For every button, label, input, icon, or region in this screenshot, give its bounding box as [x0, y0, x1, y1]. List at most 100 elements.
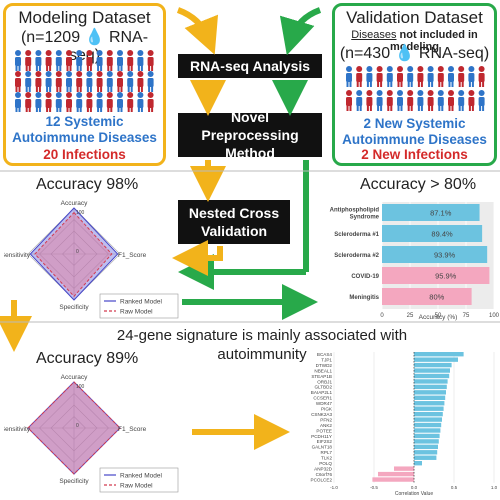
radar-legend — [99, 467, 179, 493]
modeling-title: Modeling Dataset — [18, 8, 151, 27]
bar — [414, 357, 458, 362]
radar-ring-label: 0 — [76, 423, 79, 429]
person-icon — [397, 66, 403, 87]
validation-infections: 2 New Infections — [361, 147, 468, 162]
radar-chart-bottom: AccuracyF1_ScoreSpecificitySensitivity01… — [4, 374, 179, 493]
person-icon — [137, 50, 144, 71]
radar-ring-label: 0 — [76, 249, 79, 255]
legend-label-raw: Raw Model — [120, 309, 153, 316]
gene-label: TJP1 — [321, 357, 332, 362]
gene-label: ANK2 — [320, 423, 332, 428]
bar — [414, 390, 446, 395]
person-icon — [25, 92, 32, 112]
validation-diseases: 2 New Systemic Autoimmune Diseases — [342, 116, 487, 147]
bar-value-label: 80% — [429, 293, 444, 302]
radar-axis-label: Sensitivity — [4, 426, 31, 433]
bar — [382, 288, 472, 305]
person-icon — [478, 90, 485, 111]
bar — [414, 439, 439, 444]
person-icon — [366, 90, 373, 111]
validation-n-suffix: RNA-seq) — [418, 45, 490, 62]
gene-label: ANP32D — [314, 466, 333, 471]
person-icon — [35, 92, 42, 112]
person-icon — [45, 92, 52, 112]
gene-label: STEAP1B — [311, 374, 332, 379]
person-icon — [397, 90, 403, 111]
radar-axis-label: F1_Score — [118, 426, 147, 433]
gene-label: CCSER1 — [313, 396, 332, 401]
bar — [414, 417, 442, 422]
people-icon-grid — [346, 66, 485, 111]
person-icon — [427, 66, 434, 87]
person-icon — [76, 50, 83, 71]
gene-label: GALNT18 — [312, 445, 333, 450]
gene-label: PFN2 — [320, 417, 332, 422]
x-axis-label: Accuracy (%) — [419, 314, 458, 321]
person-icon — [117, 92, 123, 112]
person-icon — [137, 71, 144, 92]
person-icon — [448, 66, 454, 87]
bar — [382, 204, 480, 221]
gene-label: PCDH11Y — [311, 434, 332, 439]
bar — [414, 461, 422, 466]
bar — [414, 406, 444, 411]
x-tick-label: 100 — [489, 313, 500, 319]
x-tick-label: 25 — [407, 313, 414, 319]
x-tick-label: 1.0 — [491, 485, 498, 490]
x-tick-label: 0.5 — [451, 485, 458, 490]
person-icon — [45, 71, 52, 92]
person-icon — [25, 71, 32, 92]
person-icon — [35, 50, 42, 71]
person-icon — [407, 90, 414, 111]
gene-label: NBEAL1 — [314, 368, 332, 373]
bar — [414, 428, 441, 433]
radar-axis-label: Specificity — [59, 304, 89, 311]
accuracy-bottom: Accuracy 89% — [36, 350, 139, 367]
person-icon — [55, 50, 62, 71]
gene-label: BCAS4 — [317, 352, 333, 357]
x-axis-label: Correlation Value — [395, 491, 433, 497]
person-icon — [76, 71, 83, 92]
arrow-validation-to-rnaseq — [279, 7, 322, 56]
gene-label: PIGK — [321, 407, 333, 412]
person-icon — [15, 71, 21, 92]
bar — [414, 373, 450, 379]
validation-note: Diseases not included in modeling — [335, 29, 494, 53]
person-icon — [468, 90, 475, 111]
person-icon — [356, 90, 363, 111]
person-icon — [106, 92, 113, 112]
person-icon — [45, 50, 52, 71]
person-icon — [147, 92, 154, 112]
bar — [414, 401, 445, 406]
x-tick-label: -1.0 — [330, 485, 338, 490]
person-icon — [386, 66, 393, 87]
modeling-dataset-box: Modeling Dataset (n=1209 💧 RNA-seq) 12 S… — [3, 3, 166, 166]
signature-text: 24-gene signature is mainly associated w… — [116, 327, 408, 363]
person-icon — [478, 66, 485, 87]
person-icon — [356, 66, 363, 87]
accuracy-top-right: Accuracy > 80% — [360, 176, 477, 193]
validation-title: Validation Dataset — [346, 8, 483, 27]
person-icon — [346, 90, 352, 111]
gene-label: C6orf76 — [316, 472, 333, 477]
category-label: Antiphospholipid — [330, 208, 380, 214]
person-icon — [458, 90, 465, 111]
blood-drop-icon: 💧 — [84, 29, 105, 46]
person-icon — [346, 66, 352, 87]
gene-label: BAIAP2L1 — [311, 390, 333, 395]
category-label: Syndrome — [350, 215, 380, 221]
bar — [382, 246, 488, 263]
person-icon — [86, 71, 93, 92]
bar — [414, 395, 446, 400]
bar — [414, 422, 442, 428]
category-label: Scleroderma #1 — [334, 232, 379, 238]
radar-axis-label: F1_Score — [118, 252, 147, 259]
people-icon-grid — [15, 50, 154, 112]
gene-label: ORBJ1 — [317, 379, 332, 384]
legend-label-raw: Raw Model — [120, 483, 153, 490]
gene-label: POLQ — [319, 461, 332, 466]
validation-count: (n=430 💧 RNA-seq) — [335, 43, 494, 63]
bar — [414, 455, 437, 460]
